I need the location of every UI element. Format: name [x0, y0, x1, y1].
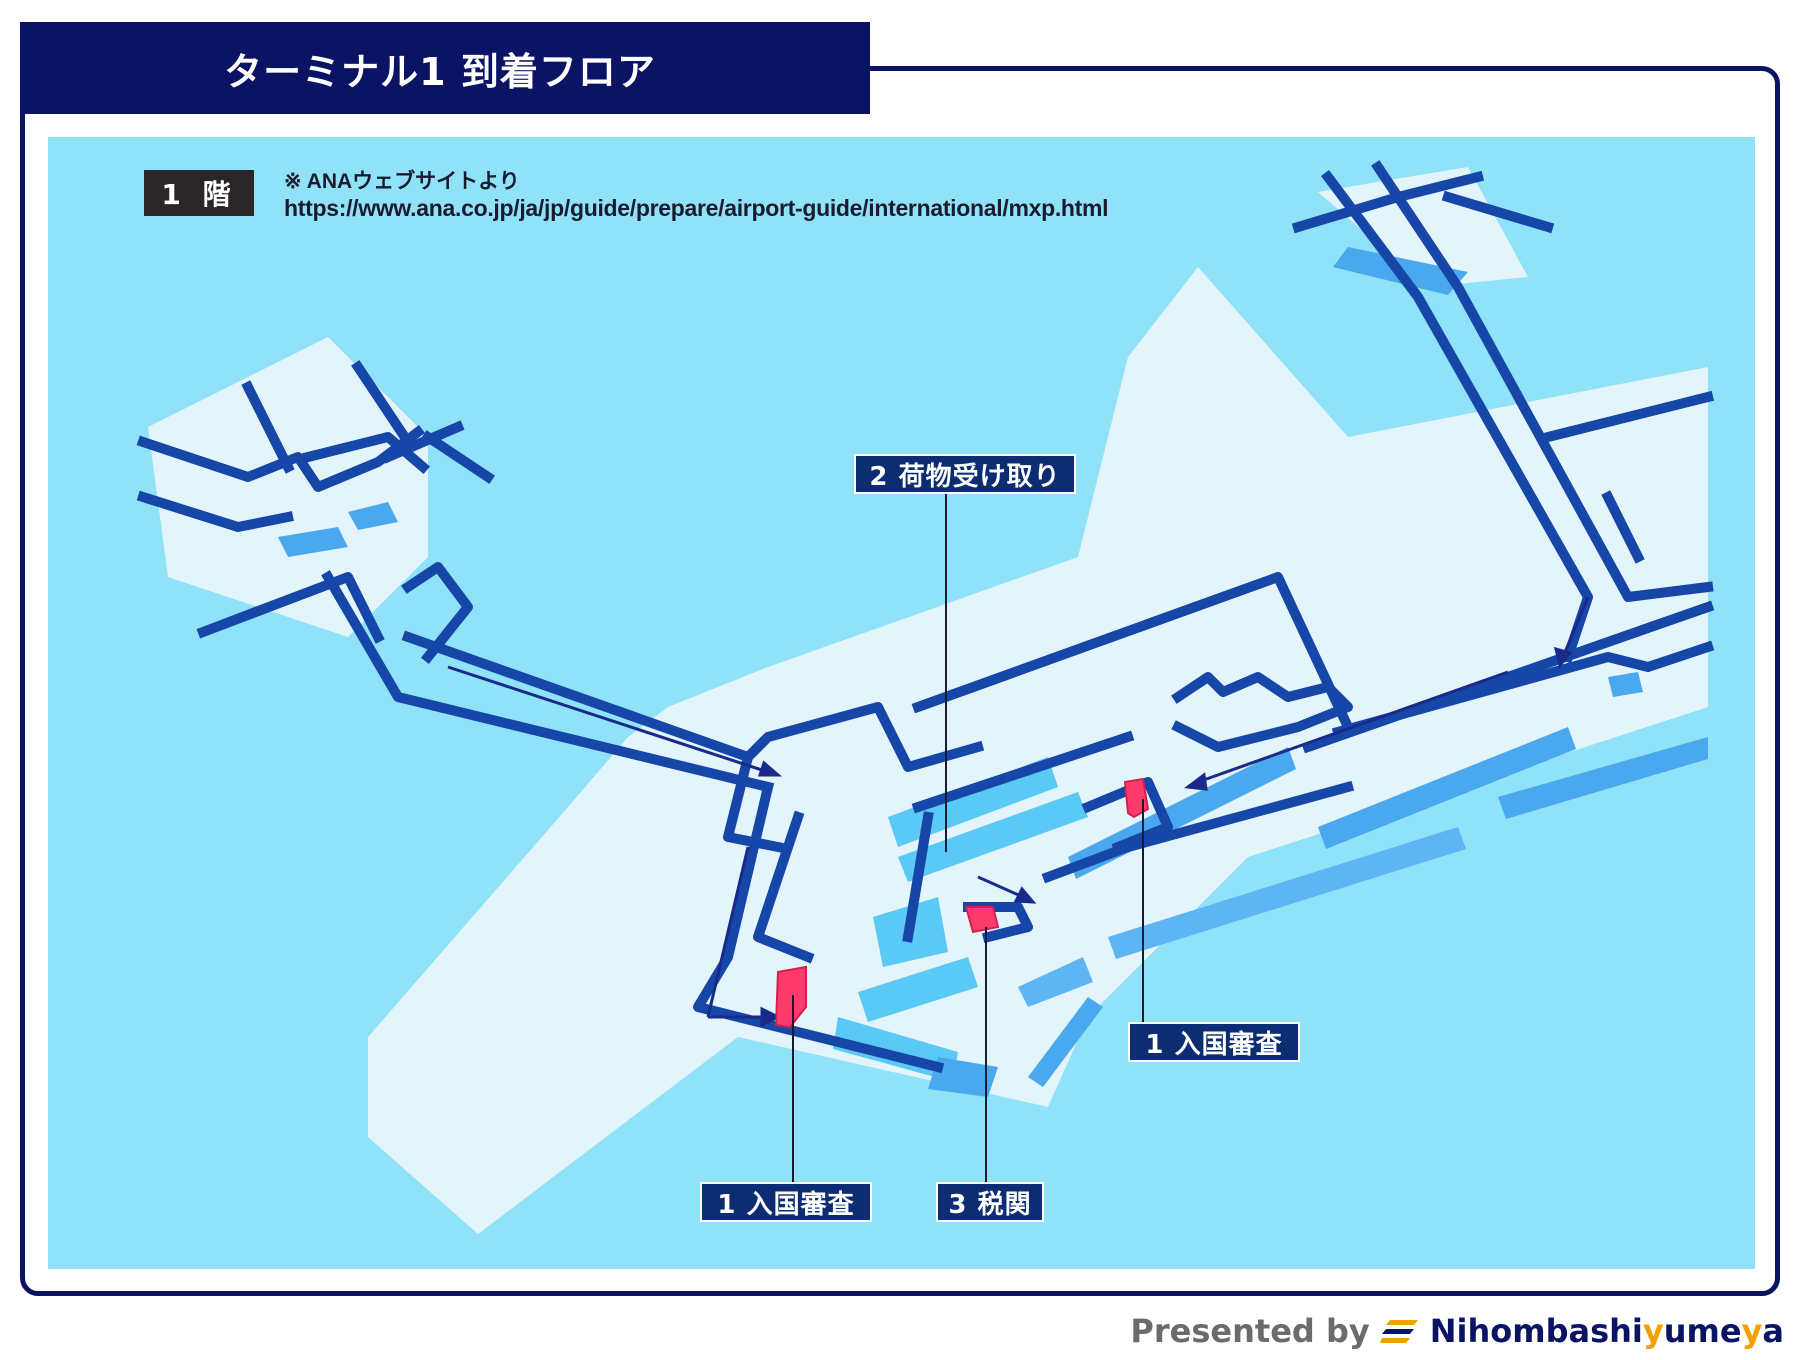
brand-name: Nihombashiyumeya	[1430, 1312, 1784, 1350]
brand-name-accent1: y	[1642, 1312, 1664, 1350]
source-note: ※ ANAウェブサイトより	[284, 170, 520, 193]
footer-credit: Presented by Nihombashiyumeya	[1130, 1312, 1784, 1350]
floor-map: 1 階 ※ ANAウェブサイトより https://www.ana.co.jp/…	[48, 137, 1755, 1269]
flow-arrows	[447, 596, 1590, 1028]
baggage-claim-label: 2 荷物受け取り	[854, 454, 1076, 494]
brand-name-accent2: y	[1741, 1312, 1763, 1350]
customs-label: 3 税関	[936, 1182, 1044, 1222]
source-url[interactable]: https://www.ana.co.jp/ja/jp/guide/prepar…	[284, 195, 1109, 221]
leader-lines	[792, 477, 1144, 1182]
brand-name-part3: a	[1762, 1312, 1784, 1350]
floor-badge: 1 階	[144, 170, 254, 216]
terminal-map-drawing	[136, 160, 1715, 1234]
presented-by-text: Presented by	[1130, 1312, 1370, 1350]
checkpoint-markers	[774, 777, 1150, 1029]
walls	[136, 160, 1715, 1074]
immigration-label-right: 1 入国審査	[1128, 1022, 1300, 1062]
page-title: ターミナル1 到着フロア	[20, 22, 870, 114]
brand-name-part1: Nihombashi	[1429, 1312, 1643, 1350]
brand-logo-icon	[1379, 1320, 1418, 1343]
immigration-label-left: 1 入国審査	[700, 1182, 872, 1222]
brand-name-part2: ume	[1663, 1312, 1742, 1350]
